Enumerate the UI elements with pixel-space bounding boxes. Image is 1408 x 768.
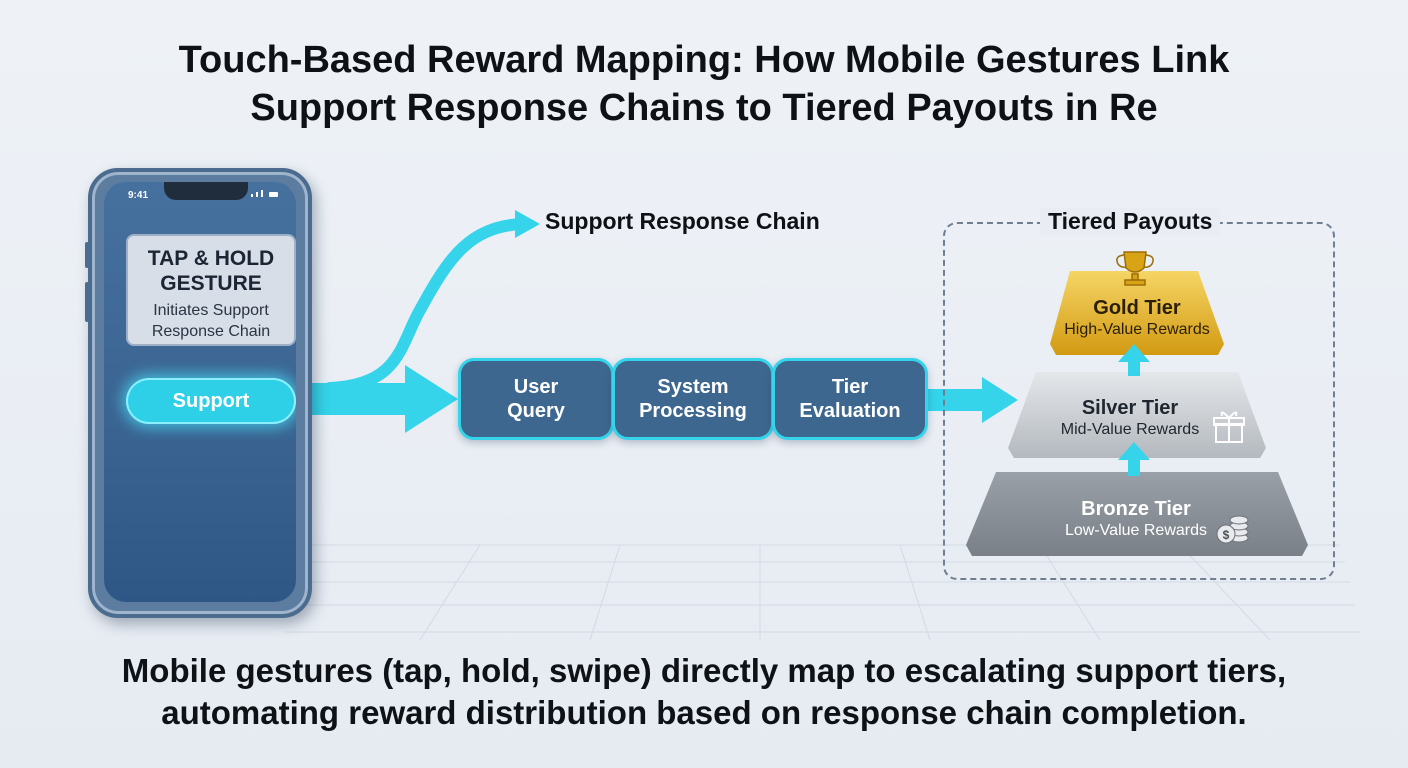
step-2-line-2: Processing	[639, 400, 747, 422]
gesture-sub-line-2: Response Chain	[151, 323, 271, 340]
footer-line-1: Mobile gestures (tap, hold, swipe) direc…	[121, 652, 1287, 689]
support-button[interactable]: Support	[126, 378, 296, 424]
bronze-tier-name: Bronze Tier	[1081, 498, 1191, 520]
payout-arrow-shaft	[928, 389, 986, 411]
gesture-title: TAP & HOLD GESTURE	[128, 246, 294, 296]
phone-notch	[164, 182, 248, 200]
gesture-subtitle: Initiates Support Response Chain	[128, 300, 294, 342]
silver-tier-shape	[1008, 372, 1266, 458]
payout-arrow-head	[982, 377, 1018, 423]
phone-volume-button	[85, 282, 89, 322]
silver-tier-sub: Mid-Value Rewards	[1060, 421, 1200, 438]
title-line-2: Support Response Chains to Tiered Payout…	[250, 87, 1158, 129]
page-title: Touch-Based Reward Mapping: How Mobile G…	[0, 36, 1408, 132]
gesture-title-line-2: GESTURE	[160, 272, 262, 295]
chain-step-user-query: User Query	[458, 358, 614, 440]
step-2-line-1: System	[657, 376, 729, 398]
bronze-tier: Bronze Tier Low-Value Rewards	[1026, 497, 1246, 541]
payout-label: Tiered Payouts	[1040, 208, 1221, 235]
step-1-line-2: Query	[507, 400, 565, 422]
footer-line-2: automating reward distribution based on …	[161, 694, 1247, 731]
gold-tier: Gold Tier High-Value Rewards	[1050, 296, 1224, 340]
title-line-1: Touch-Based Reward Mapping: How Mobile G…	[178, 39, 1230, 81]
svg-text:$: $	[1223, 528, 1230, 542]
step-1-line-1: User	[513, 376, 559, 398]
phone-side-button	[85, 242, 89, 268]
trophy-icon	[1116, 251, 1154, 286]
gesture-title-line-1: TAP & HOLD	[147, 247, 275, 270]
silver-to-gold-arrow	[1128, 358, 1140, 376]
branch-arrow-head	[515, 210, 540, 238]
gold-tier-sub: High-Value Rewards	[1064, 321, 1210, 338]
chain-label: Support Response Chain	[545, 208, 820, 234]
branch-arrow	[324, 218, 526, 394]
gold-tier-shape	[1050, 271, 1224, 355]
gift-icon	[1213, 411, 1245, 443]
bronze-to-silver-arrow	[1128, 458, 1140, 476]
status-time: 9:41	[128, 190, 149, 201]
gesture-card: TAP & HOLD GESTURE Initiates Support Res…	[126, 234, 296, 346]
bronze-to-silver-arrowhead	[1118, 442, 1150, 460]
footer-caption: Mobile gestures (tap, hold, swipe) direc…	[0, 650, 1408, 734]
mobile-phone: 9:41 TAP & HOLD GESTURE Initiates Suppor…	[85, 168, 312, 618]
signal-wifi-battery-icon	[251, 190, 278, 197]
coins-icon: $	[1216, 515, 1249, 544]
phone-screen: 9:41 TAP & HOLD GESTURE Initiates Suppor…	[104, 182, 296, 602]
silver-tier-name: Silver Tier	[1081, 397, 1179, 419]
silver-to-gold-arrowhead	[1118, 344, 1150, 362]
step-3-line-1: Tier	[831, 376, 869, 398]
bronze-tier-sub: Low-Value Rewards	[1065, 522, 1207, 539]
chain-step-system-processing: System Processing	[612, 358, 774, 440]
gold-tier-name: Gold Tier	[1093, 297, 1181, 319]
silver-tier: Silver Tier Mid-Value Rewards	[1030, 396, 1230, 440]
step-3-line-2: Evaluation	[799, 400, 901, 422]
gesture-sub-line-1: Initiates Support	[153, 302, 269, 319]
chain-step-tier-evaluation: Tier Evaluation	[772, 358, 928, 440]
main-arrow-head	[405, 365, 458, 433]
main-arrow-shaft	[305, 383, 410, 415]
